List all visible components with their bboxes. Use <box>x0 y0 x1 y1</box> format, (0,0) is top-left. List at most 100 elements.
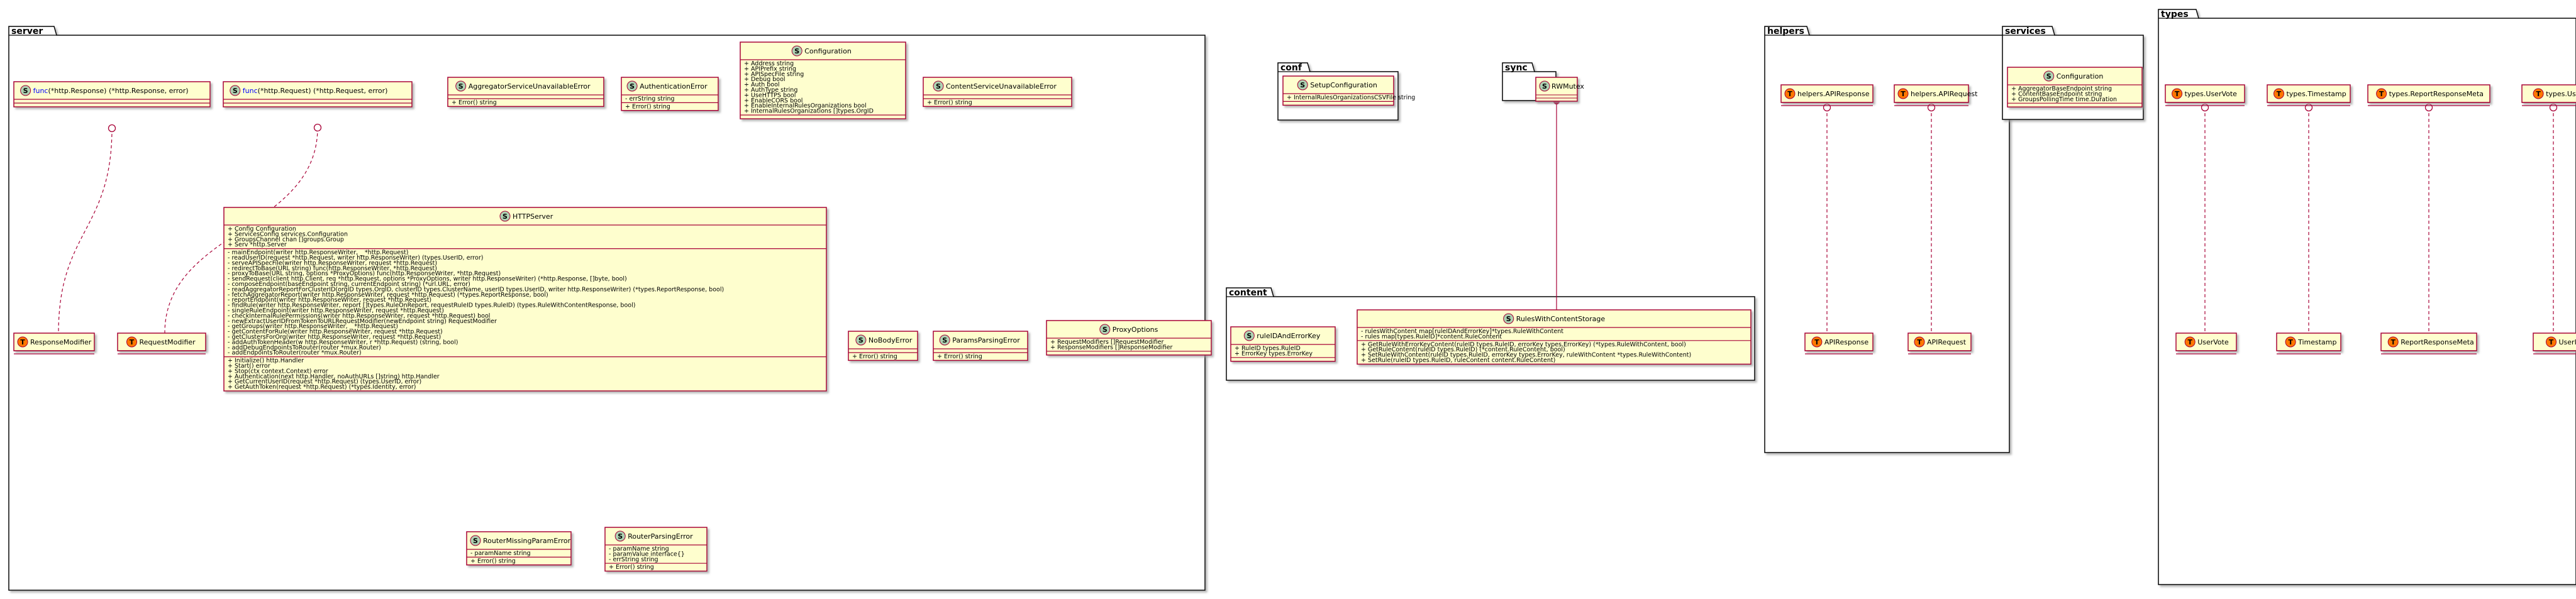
class-member: - paramName string <box>470 550 531 557</box>
stereotype-letter: T <box>1901 90 1906 98</box>
stereotype-letter: S <box>1300 81 1305 89</box>
class-member: + ContentBaseEndpoint string <box>2011 91 2102 97</box>
association-end-icon <box>313 123 322 132</box>
package-title: content <box>1229 288 1267 298</box>
class-name: types.ReportResponseMeta <box>2389 90 2484 98</box>
stereotype-letter: T <box>130 338 135 346</box>
class-member: - findRule(writer http.ResponseWriter, r… <box>228 302 635 309</box>
class-member: + Authentication(next http.Handler, noAu… <box>228 373 440 380</box>
type-stereotype-icon <box>1784 88 1796 99</box>
class-member: + InternalRulesOrganizationsCSVFile stri… <box>1287 94 1415 101</box>
class-member: + ErrorKey types.ErrorKey <box>1235 350 1313 357</box>
type-stereotype-icon <box>2172 88 2183 99</box>
class-name: RouterMissingParamError <box>483 537 571 545</box>
stereotype-letter: S <box>2046 72 2051 80</box>
class-name: Configuration <box>804 47 852 55</box>
stereotype-letter: T <box>2187 338 2192 346</box>
stereotype-letter: S <box>858 336 863 344</box>
stereotype-letter: S <box>502 212 508 221</box>
stereotype-letter: T <box>20 338 25 346</box>
class-member: + EnableCORS bool <box>744 97 802 104</box>
package-title: services <box>2005 26 2046 36</box>
struct-stereotype-icon <box>855 334 867 346</box>
stereotype-letter: T <box>2175 90 2180 98</box>
class-member: - singleRuleEndpoint(writer http.Respons… <box>228 307 444 314</box>
class-member: + SetRule(ruleID types.RuleID, ruleConte… <box>1361 357 1555 364</box>
stereotype-letter: S <box>1506 315 1511 323</box>
association-end-icon <box>1927 103 1936 112</box>
class-name: RWMutex <box>1552 82 1584 91</box>
class-member: - getGroups(writer http.ResponseWriter, … <box>228 323 398 330</box>
stereotype-letter: S <box>473 537 478 545</box>
class-member: - addAuthTokenHeader(w http.ResponseWrit… <box>228 339 458 346</box>
class-name: ParamsParsingError <box>952 336 1020 344</box>
class-name: RouterParsingError <box>628 532 693 541</box>
stereotype-letter: S <box>23 87 28 95</box>
type-stereotype-icon <box>126 336 137 348</box>
class-member: - paramValue interface{} <box>609 551 685 558</box>
class-member: + Error() string <box>452 99 497 106</box>
struct-stereotype-icon <box>20 85 31 96</box>
class-name: APIResponse <box>1824 338 1868 346</box>
stereotype-letter: T <box>2277 90 2282 98</box>
class-name: RulesWithContentStorage <box>1516 315 1606 323</box>
class-member: - proxyToBase(URL string, options *Proxy… <box>228 270 501 277</box>
type-stereotype-icon <box>17 336 28 348</box>
class-member: - rules map[types.RuleID]*content.RuleCo… <box>1361 333 1502 340</box>
class-name: types.Timestamp <box>2287 90 2346 98</box>
type-stereotype-icon <box>2184 336 2196 348</box>
struct-stereotype-icon <box>1099 324 1111 335</box>
class-name: Configuration <box>2057 72 2104 80</box>
type-stereotype-icon <box>2273 88 2284 99</box>
stereotype-letter: S <box>936 82 941 91</box>
class-member: + RuleID types.RuleID <box>1235 345 1301 352</box>
package-title: conf <box>1280 63 1302 73</box>
class-member: + GetCurrentUserID(request *http.Request… <box>228 378 421 385</box>
class-member: + Error() string <box>937 353 982 360</box>
class-name: HTTPServer <box>513 212 553 221</box>
class-member: - addEndpointsToRouter(router *mux.Route… <box>228 349 362 356</box>
stereotype-letter: S <box>458 82 464 91</box>
struct-stereotype-icon <box>470 535 481 546</box>
class-member: + Initialize() http.Handler <box>228 358 304 365</box>
class-name: ResponseModifier <box>30 338 92 346</box>
class-member: + APISpecFile string <box>744 71 804 78</box>
package-title: server <box>11 26 43 36</box>
class-member: + Error() string <box>470 558 516 564</box>
class-member: + GroupsPollingTime time.Duration <box>2011 96 2117 103</box>
class-name: RequestModifier <box>140 338 196 346</box>
class-member: + AuthType string <box>744 87 797 94</box>
class-member: - addDebugEndpointsToRouter(router *mux.… <box>228 344 381 351</box>
class-member: - errString string <box>625 96 675 102</box>
class-name: UserVote <box>2197 338 2229 346</box>
class-member: - checkInternalRulePermissions(writer ht… <box>228 312 490 319</box>
stereotype-letter: T <box>2549 338 2554 346</box>
class-member: - getClustersForOrg(writer http.Response… <box>228 334 441 341</box>
class-member: - errString string <box>609 556 658 563</box>
class-member: + GetRuleContent(ruleID types.RuleID) (*… <box>1361 346 1565 353</box>
struct-stereotype-icon <box>1243 330 1255 341</box>
class-member: + Error() string <box>852 353 897 360</box>
class-request-modifier: T RequestModifier <box>117 332 206 354</box>
edge-func-response-to-response-modifier <box>58 128 113 334</box>
stereotype-letter: S <box>630 82 635 91</box>
class-member: - readUserID(request *http.Request, writ… <box>228 255 483 261</box>
class-member: + EnableInternalRulesOrganizations bool <box>744 102 867 109</box>
class-member: - fetchAggregatorReport(writer http.Resp… <box>228 292 548 299</box>
type-stereotype-icon <box>2387 336 2399 348</box>
struct-stereotype-icon <box>614 530 626 542</box>
class-member: - redirectToBase(URL string) func(http.R… <box>228 265 437 272</box>
